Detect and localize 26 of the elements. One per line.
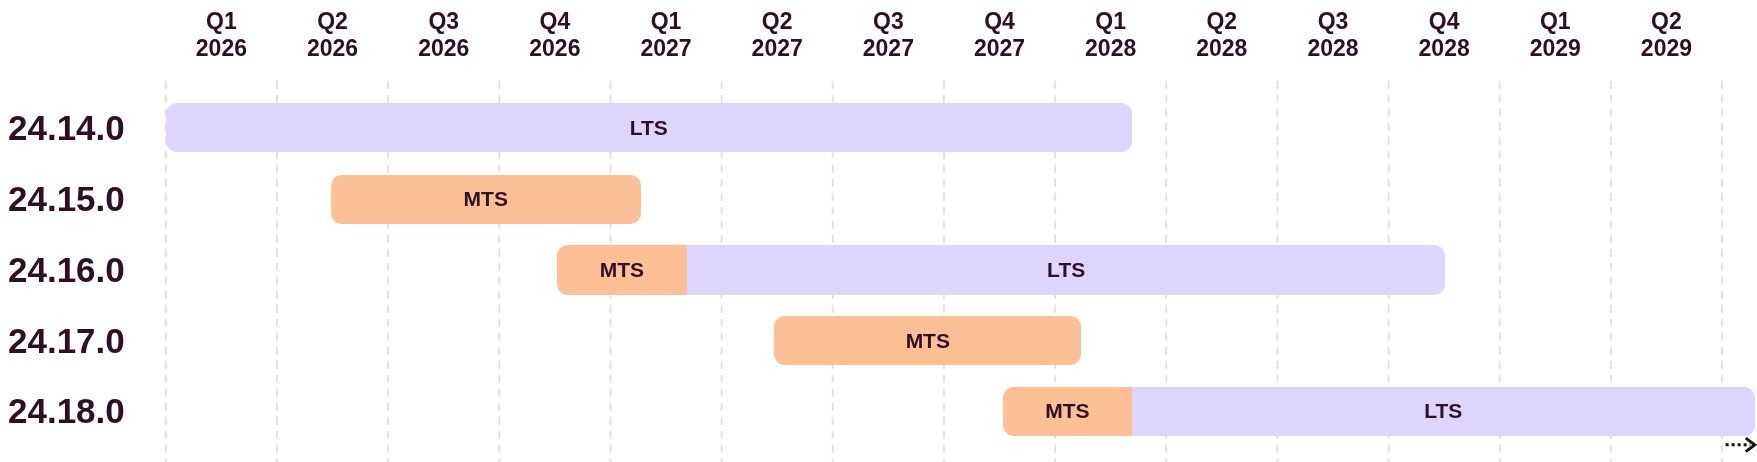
- quarter-header: Q2 2028: [1195, 8, 1249, 62]
- lts-support-bar: LTS: [1131, 386, 1755, 436]
- lts-support-bar: LTS: [686, 245, 1446, 295]
- version-label: 24.15.0: [8, 179, 125, 220]
- quarter-header: Q2 2027: [750, 8, 804, 62]
- quarter-header: Q2 2026: [305, 8, 360, 62]
- mts-support-bar: MTS: [774, 316, 1082, 366]
- quarter-header: Q3 2026: [417, 8, 471, 62]
- quarter-header: Q2 2029: [1639, 8, 1694, 62]
- quarter-header: Q3 2028: [1306, 8, 1360, 62]
- version-label: 24.16.0: [8, 250, 125, 291]
- version-label: 24.18.0: [8, 391, 125, 432]
- version-label: 24.14.0: [8, 107, 125, 148]
- mts-support-bar: MTS: [556, 245, 687, 295]
- quarter-header: Q4 2027: [972, 8, 1027, 62]
- version-label: 24.17.0: [8, 320, 125, 361]
- mts-support-bar: MTS: [330, 174, 641, 225]
- quarter-header: Q1 2028: [1084, 8, 1138, 62]
- mts-support-bar: MTS: [1002, 386, 1132, 436]
- quarter-header: Q3 2027: [861, 8, 915, 62]
- quarter-header: Q4 2026: [528, 8, 582, 62]
- lts-support-bar: LTS: [165, 103, 1132, 153]
- quarter-header: Q1 2027: [639, 8, 693, 62]
- quarter-header: Q4 2028: [1417, 8, 1471, 62]
- quarter-header: Q1 2029: [1528, 8, 1582, 62]
- quarter-header: Q1 2026: [194, 8, 248, 62]
